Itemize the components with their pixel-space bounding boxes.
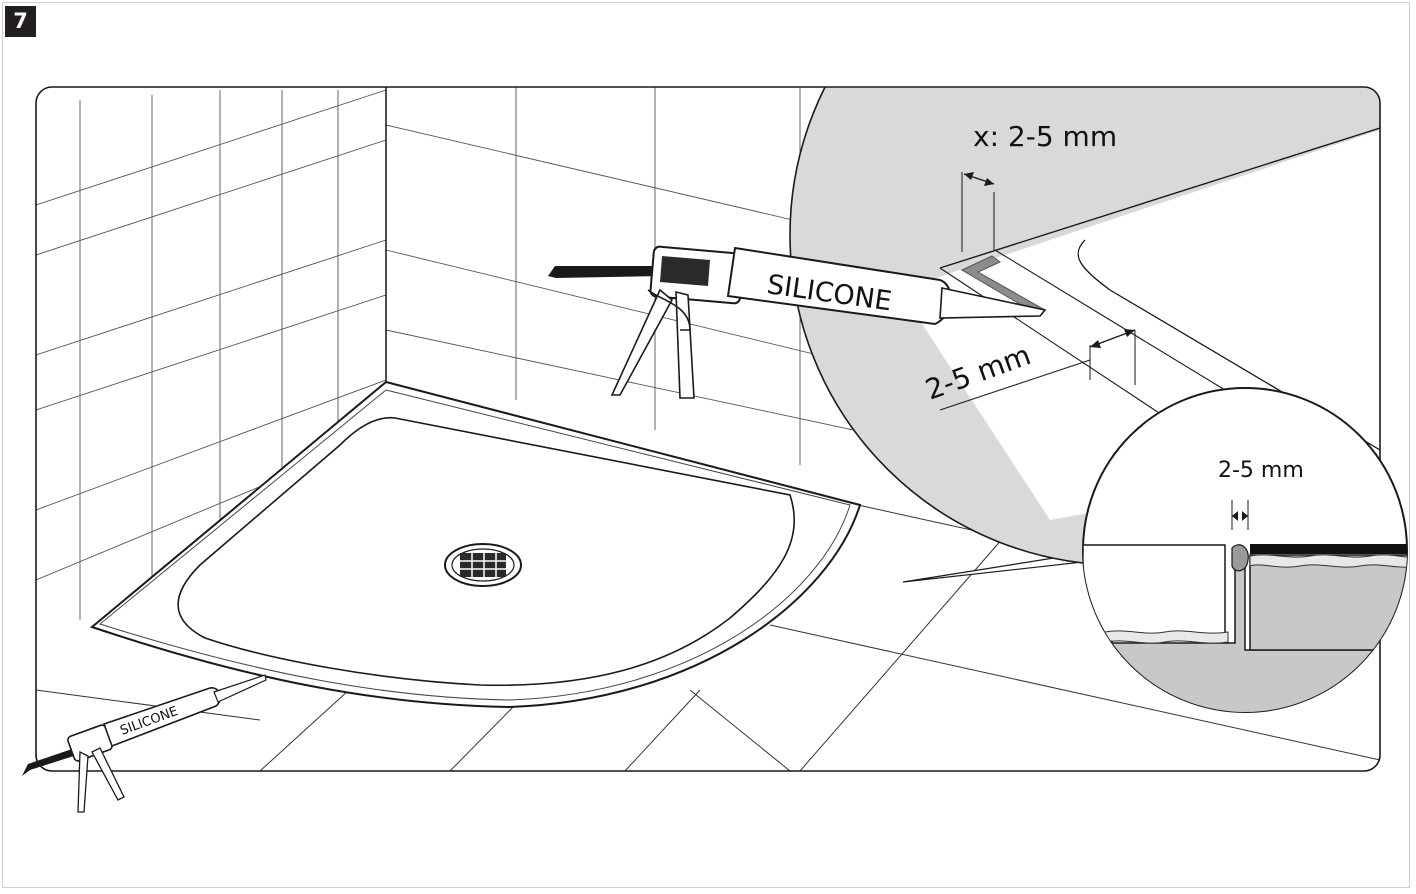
left-wall-tiles (36, 89, 387, 620)
silicone-gun-small: SILICONE (22, 674, 267, 813)
detail-section-circle: 2-5 mm (1082, 387, 1408, 713)
step-number-badge: 7 (5, 6, 36, 37)
gap-wall-label: x: 2-5 mm (973, 120, 1117, 153)
drain-icon (444, 543, 522, 587)
shower-tray (89, 380, 862, 709)
gap-detail-label: 2-5 mm (1218, 458, 1304, 483)
silicone-gun-main: SILICONE (548, 245, 1047, 399)
illustration-frame (35, 86, 1381, 772)
